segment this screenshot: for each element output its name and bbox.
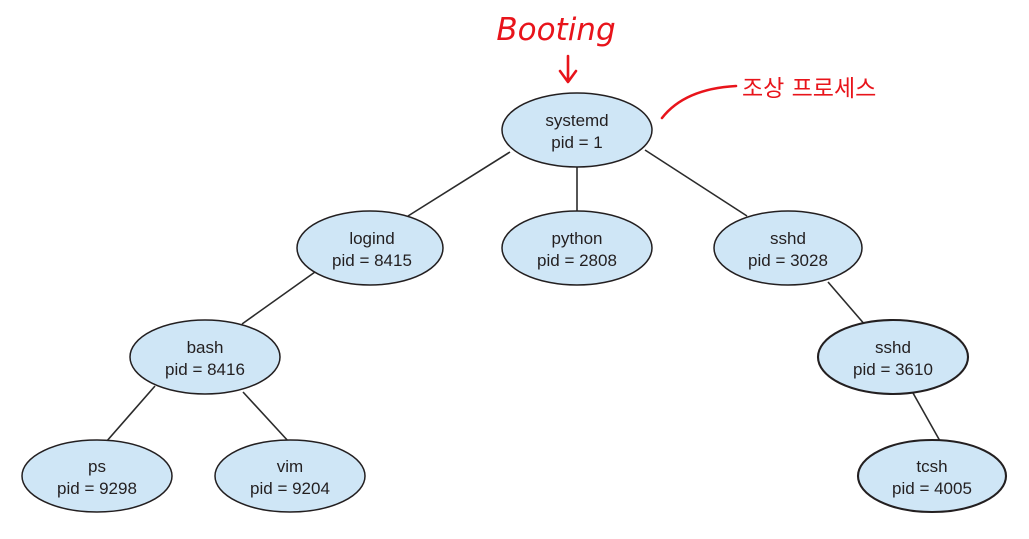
node-pid: pid = 1: [551, 133, 603, 152]
edge-systemd-logind: [407, 151, 511, 217]
node-pid: pid = 4005: [892, 479, 972, 498]
node-ellipse: [129, 319, 281, 395]
edge-bash-vim: [242, 391, 290, 443]
node-pid: pid = 3610: [853, 360, 933, 379]
node-ellipse: [816, 318, 970, 396]
node-pid: pid = 8415: [332, 251, 412, 270]
node-sshd-3028: sshd pid = 3028: [713, 210, 863, 286]
ancestor-process-annotation: 조상 프로세스: [660, 76, 876, 120]
node-name: sshd: [770, 229, 806, 248]
node-name: sshd: [875, 338, 911, 357]
node-tcsh: tcsh pid = 4005: [856, 438, 1008, 514]
node-ellipse: [856, 438, 1008, 514]
node-ellipse: [501, 92, 653, 168]
node-pid: pid = 3028: [748, 251, 828, 270]
node-name: ps: [88, 457, 106, 476]
node-ellipse: [214, 439, 366, 513]
node-bash: bash pid = 8416: [129, 319, 281, 395]
node-ellipse: [21, 439, 173, 513]
edge-sshd-sshd: [827, 281, 867, 327]
booting-label: Booting: [496, 12, 615, 48]
node-vim: vim pid = 9204: [214, 439, 366, 513]
pointer-curve: [660, 84, 738, 120]
node-name: logind: [349, 229, 394, 248]
node-name: python: [551, 229, 602, 248]
node-systemd: systemd pid = 1: [501, 92, 653, 168]
node-name: bash: [187, 338, 224, 357]
edge-logind-bash: [241, 271, 316, 325]
node-logind: logind pid = 8415: [296, 210, 444, 286]
ancestor-process-label: 조상 프로세스: [742, 76, 876, 102]
edge-bash-ps: [105, 385, 156, 443]
node-pid: pid = 8416: [165, 360, 245, 379]
node-python: python pid = 2808: [501, 210, 653, 286]
node-name: tcsh: [916, 457, 947, 476]
node-ellipse: [501, 210, 653, 286]
tree-edges: [105, 149, 941, 443]
edge-sshd-tcsh: [912, 392, 941, 442]
node-pid: pid = 9298: [57, 479, 137, 498]
down-arrow-icon: [558, 54, 578, 84]
node-pid: pid = 2808: [537, 251, 617, 270]
booting-annotation: Booting: [496, 12, 616, 84]
node-ps: ps pid = 9298: [21, 439, 173, 513]
node-name: vim: [277, 457, 303, 476]
node-pid: pid = 9204: [250, 479, 330, 498]
node-ellipse: [296, 210, 444, 286]
node-name: systemd: [545, 111, 608, 130]
edge-systemd-sshd: [644, 149, 748, 217]
node-sshd-3610: sshd pid = 3610: [816, 318, 970, 396]
node-ellipse: [713, 210, 863, 286]
